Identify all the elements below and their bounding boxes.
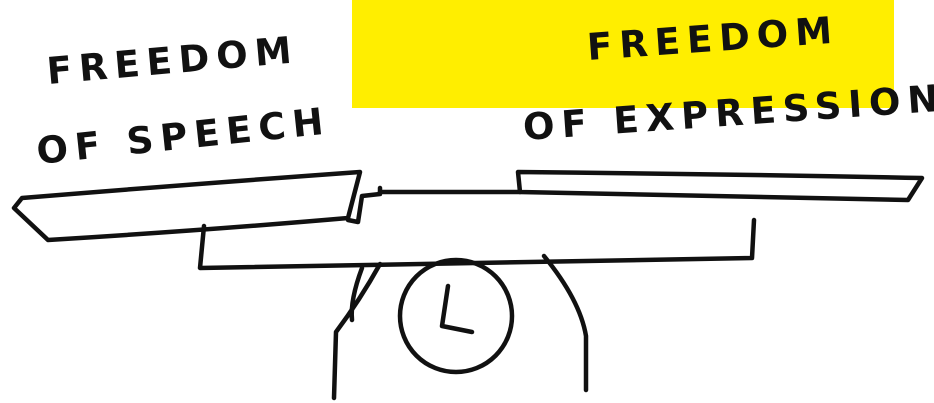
left-pan [14,172,360,240]
left-label-line2: OF SPEECH [34,99,332,173]
left-label-line1: FREEDOM [45,28,300,93]
left-label: FREEDOM OF SPEECH [34,28,332,173]
scale-base-right [544,256,586,390]
right-pan [518,172,922,200]
clock-dial-icon [400,260,512,372]
scale-beam-body [200,220,754,268]
